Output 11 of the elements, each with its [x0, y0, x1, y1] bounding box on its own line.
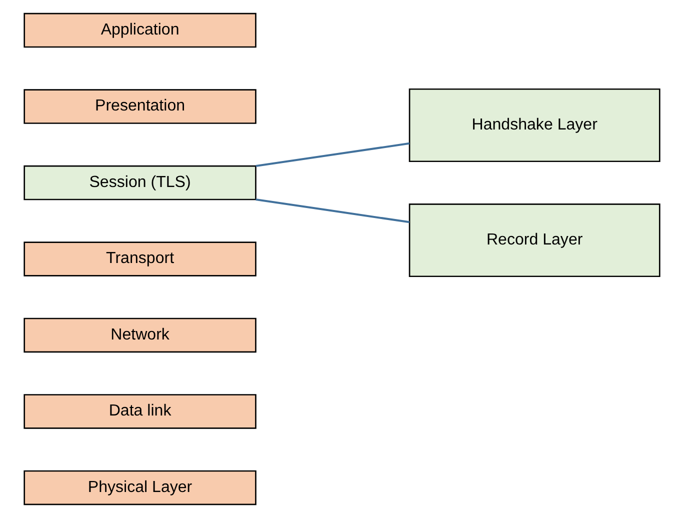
node-box: Record Layer	[408, 204, 660, 278]
node-box: Application	[23, 12, 256, 48]
node-box: Data link	[23, 394, 256, 429]
node-box: Physical Layer	[23, 470, 256, 506]
node-box: Session (TLS)	[23, 165, 256, 200]
node-box: Handshake Layer	[408, 88, 660, 162]
node-box: Transport	[23, 242, 256, 276]
node-box: Network	[23, 318, 256, 353]
connector	[255, 142, 410, 167]
connector	[255, 198, 410, 224]
node-box: Presentation	[23, 89, 256, 124]
